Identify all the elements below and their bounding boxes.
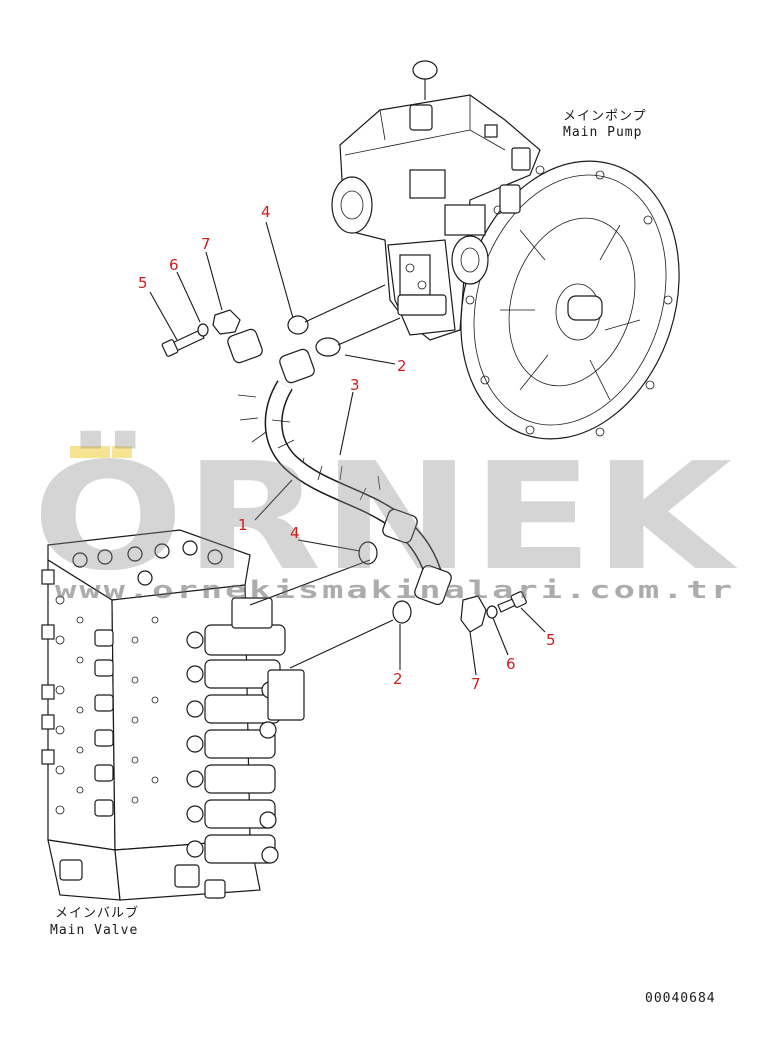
watermark: ÖRNEK www.ornekismakinalari.com.tr — [32, 430, 738, 604]
o-ring-2-bottom — [392, 600, 412, 624]
callout-6-left: 6 — [169, 256, 179, 274]
main-pump — [331, 60, 680, 440]
o-rings — [287, 315, 412, 624]
leader-lines — [149, 221, 546, 676]
watermark-brand: ÖRNEK — [32, 430, 738, 603]
main-pump-label-en: Main Pump — [563, 125, 642, 140]
watermark-accent-2 — [112, 446, 132, 458]
component-labels: メインポンプ Main Pump メインバルブ Main Valve 00040… — [50, 109, 716, 1006]
watermark-url: www.ornekismakinalari.com.tr — [55, 576, 735, 604]
main-pump-label-jp: メインポンプ — [563, 109, 647, 124]
callout-3: 3 — [350, 376, 360, 394]
o-ring-2-top — [315, 337, 341, 357]
callout-6-right: 6 — [506, 655, 516, 673]
main-valve-label-en: Main Valve — [50, 923, 138, 938]
drawing-number: 00040684 — [645, 991, 716, 1006]
hardware-right — [460, 591, 527, 633]
callout-5-right: 5 — [546, 631, 556, 649]
callout-4-bottom: 4 — [290, 524, 300, 542]
hoses — [220, 328, 452, 606]
main-valve-label-jp: メインバルブ — [55, 905, 139, 921]
watermark-accent-1 — [70, 446, 110, 458]
o-ring-4-bottom — [358, 541, 378, 565]
callout-5-left: 5 — [138, 274, 148, 292]
callout-7-left: 7 — [201, 235, 211, 253]
callout-2-bottom: 2 — [393, 670, 403, 688]
callout-2-top: 2 — [397, 357, 407, 375]
callout-4-top: 4 — [261, 203, 271, 221]
callout-numbers: 4 7 6 5 2 3 1 4 5 6 2 7 — [138, 203, 556, 693]
main-valve — [41, 529, 305, 901]
hardware-left — [161, 309, 241, 357]
o-ring-4-top — [287, 315, 309, 335]
callout-7-right: 7 — [471, 675, 481, 693]
callout-1: 1 — [238, 516, 248, 534]
